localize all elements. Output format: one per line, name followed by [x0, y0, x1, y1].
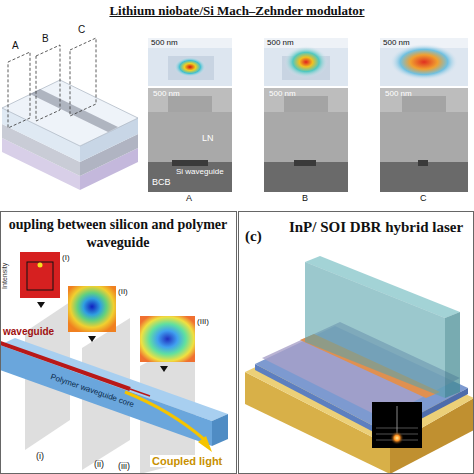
illustration-shape: [30, 89, 118, 132]
figure-panel: InP/ SOI DBR hybrid laser: [238, 211, 474, 474]
illustration-shape: [148, 88, 232, 112]
illustration-shape: [380, 88, 468, 112]
illustration-shape: [305, 262, 445, 398]
figure-label: A: [12, 40, 19, 51]
illustration-shape: [168, 96, 212, 112]
coupling-illustration: [0, 252, 228, 474]
illustration-shape: [148, 88, 232, 192]
figure-label: (I): [62, 254, 70, 263]
illustration-shape: [397, 406, 398, 434]
illustration-shape: [264, 112, 348, 162]
figure-label: C: [420, 194, 427, 204]
figure-label: 500 nm: [383, 39, 410, 48]
figure-label: (III): [197, 318, 209, 327]
illustration-shape: [148, 162, 232, 192]
illustration-shape: [264, 162, 348, 192]
illustration-shape: [284, 96, 328, 112]
figure-panel: Lithium niobate/Si Mach–Zehnder modulato…: [0, 0, 474, 210]
illustration-shape: [372, 402, 422, 448]
panel-title: Lithium niobate/Si Mach–Zehnder modulato…: [0, 3, 474, 19]
illustration-shape: [140, 316, 195, 362]
illustration-shape: [172, 160, 208, 166]
illustration-shape: [380, 162, 468, 192]
figure-label: B: [302, 194, 308, 204]
illustration-shape: [174, 57, 206, 77]
illustration-shape: [38, 263, 43, 268]
illustration-shape: [212, 414, 228, 446]
figure-label: BCB: [152, 178, 171, 188]
illustration-shape: [148, 38, 232, 48]
figure-label: 500 nm: [267, 39, 294, 48]
figure-label: Intensity: [1, 263, 9, 289]
figure-label: (i): [36, 452, 44, 462]
figure-label: LN: [202, 134, 214, 144]
illustration-shape: [168, 56, 214, 80]
figure-label: A: [186, 194, 192, 204]
modulator-block: [2, 38, 138, 190]
figure-label: (II): [118, 288, 128, 297]
illustration-shape: [27, 262, 53, 290]
figure-label: Polymer waveguide core: [49, 373, 135, 410]
figure-label: (ii): [94, 460, 104, 470]
illustration-shape: [68, 286, 116, 332]
mode-profiles: [148, 38, 468, 86]
illustration-shape: [284, 46, 328, 78]
illustration-shape: [20, 252, 60, 298]
illustration-shape: [88, 336, 96, 342]
illustration-shape: [445, 312, 460, 398]
illustration-shape: [380, 112, 468, 162]
figure-label: (iii): [118, 462, 130, 472]
figure-panel: oupling between silicon and polymer wave…: [0, 211, 237, 474]
figure-label: 500 nm: [269, 90, 296, 99]
illustration-shape: [125, 392, 205, 440]
sem-images: [148, 88, 468, 192]
illustration-shape: [380, 38, 468, 86]
illustration-shape: [36, 45, 60, 121]
figure-label: 500 nm: [153, 90, 180, 99]
illustration-shape: [380, 88, 468, 192]
figure-label: Coupled light: [150, 455, 224, 467]
illustration-shape: [264, 88, 348, 112]
illustration-shape: [402, 96, 446, 112]
figure-label: B: [42, 33, 49, 44]
panel-title: InP/ SOI DBR hybrid laser: [287, 218, 465, 237]
illustration-shape: [264, 38, 348, 86]
illustration-shape: [198, 436, 212, 452]
illustration-shape: [70, 38, 96, 116]
panel-title: oupling between silicon and polymer wave…: [3, 216, 233, 251]
illustration-shape: [148, 38, 232, 86]
illustration-shape: [148, 112, 232, 162]
illustration-shape: [390, 431, 404, 445]
figure-label: 500 nm: [385, 90, 412, 99]
illustration-shape: [418, 160, 428, 166]
illustration-shape: [37, 302, 45, 308]
figure-label: (c): [245, 228, 262, 245]
illustration-shape: [390, 44, 458, 80]
figure-label: C: [78, 24, 85, 35]
illustration-shape: [8, 52, 30, 128]
illustration-shape: [160, 366, 168, 372]
figure-label: 500 nm: [151, 39, 178, 48]
laser-illustration: [245, 256, 474, 474]
illustration-shape: [264, 88, 348, 192]
figure-label: waveguide: [3, 326, 54, 337]
illustration-shape: [294, 160, 316, 166]
figure-label: Si waveguide: [176, 168, 224, 177]
